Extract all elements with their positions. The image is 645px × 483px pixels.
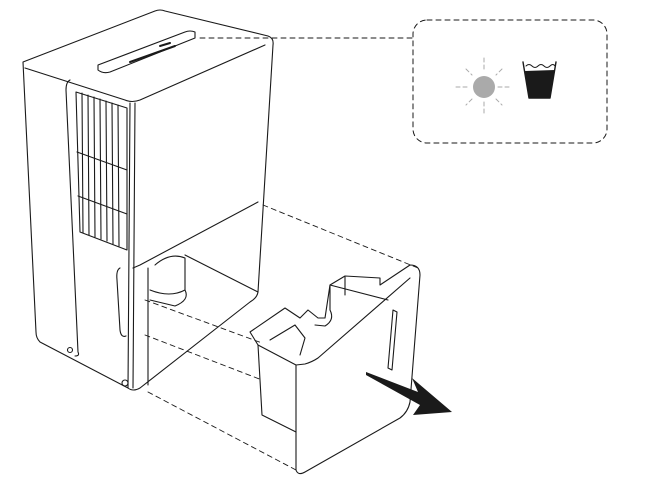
pull-out-arrow-icon [366,372,452,415]
indicator-callout [412,19,608,144]
guide-lines [144,37,419,471]
water-tank-full-icon [522,61,557,99]
dehumidifier-unit [22,9,274,391]
control-panel [97,30,196,74]
air-grille [75,91,128,251]
tank-cavity [66,254,259,387]
sun-indicator-icon [455,57,513,117]
water-tank [249,264,421,475]
control-buttons [129,42,176,63]
